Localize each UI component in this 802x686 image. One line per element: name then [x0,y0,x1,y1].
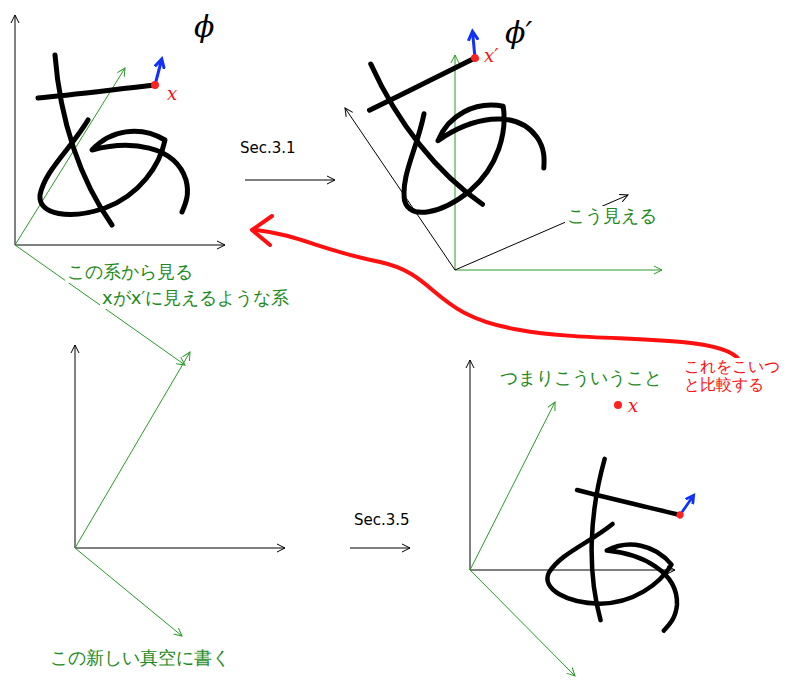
note-label: つまりこういうこと [498,368,664,389]
point-label: x′ [482,46,500,67]
point-label: x [626,396,640,417]
section-label: Sec.3.1 [238,140,298,157]
note-label: xがx′に見えるような系 [100,288,291,309]
field-symbol: ϕ′ [503,16,534,51]
point-label: x [165,84,179,105]
note-label: この新しい真空に書く [48,648,232,669]
section-label: Sec.3.5 [352,512,412,529]
field-symbol: ϕ [192,10,216,45]
note-label: こう見える [565,206,659,227]
note-label: この系から見る [65,262,195,283]
comparison-note: これをこいつ と比較する [682,358,794,395]
